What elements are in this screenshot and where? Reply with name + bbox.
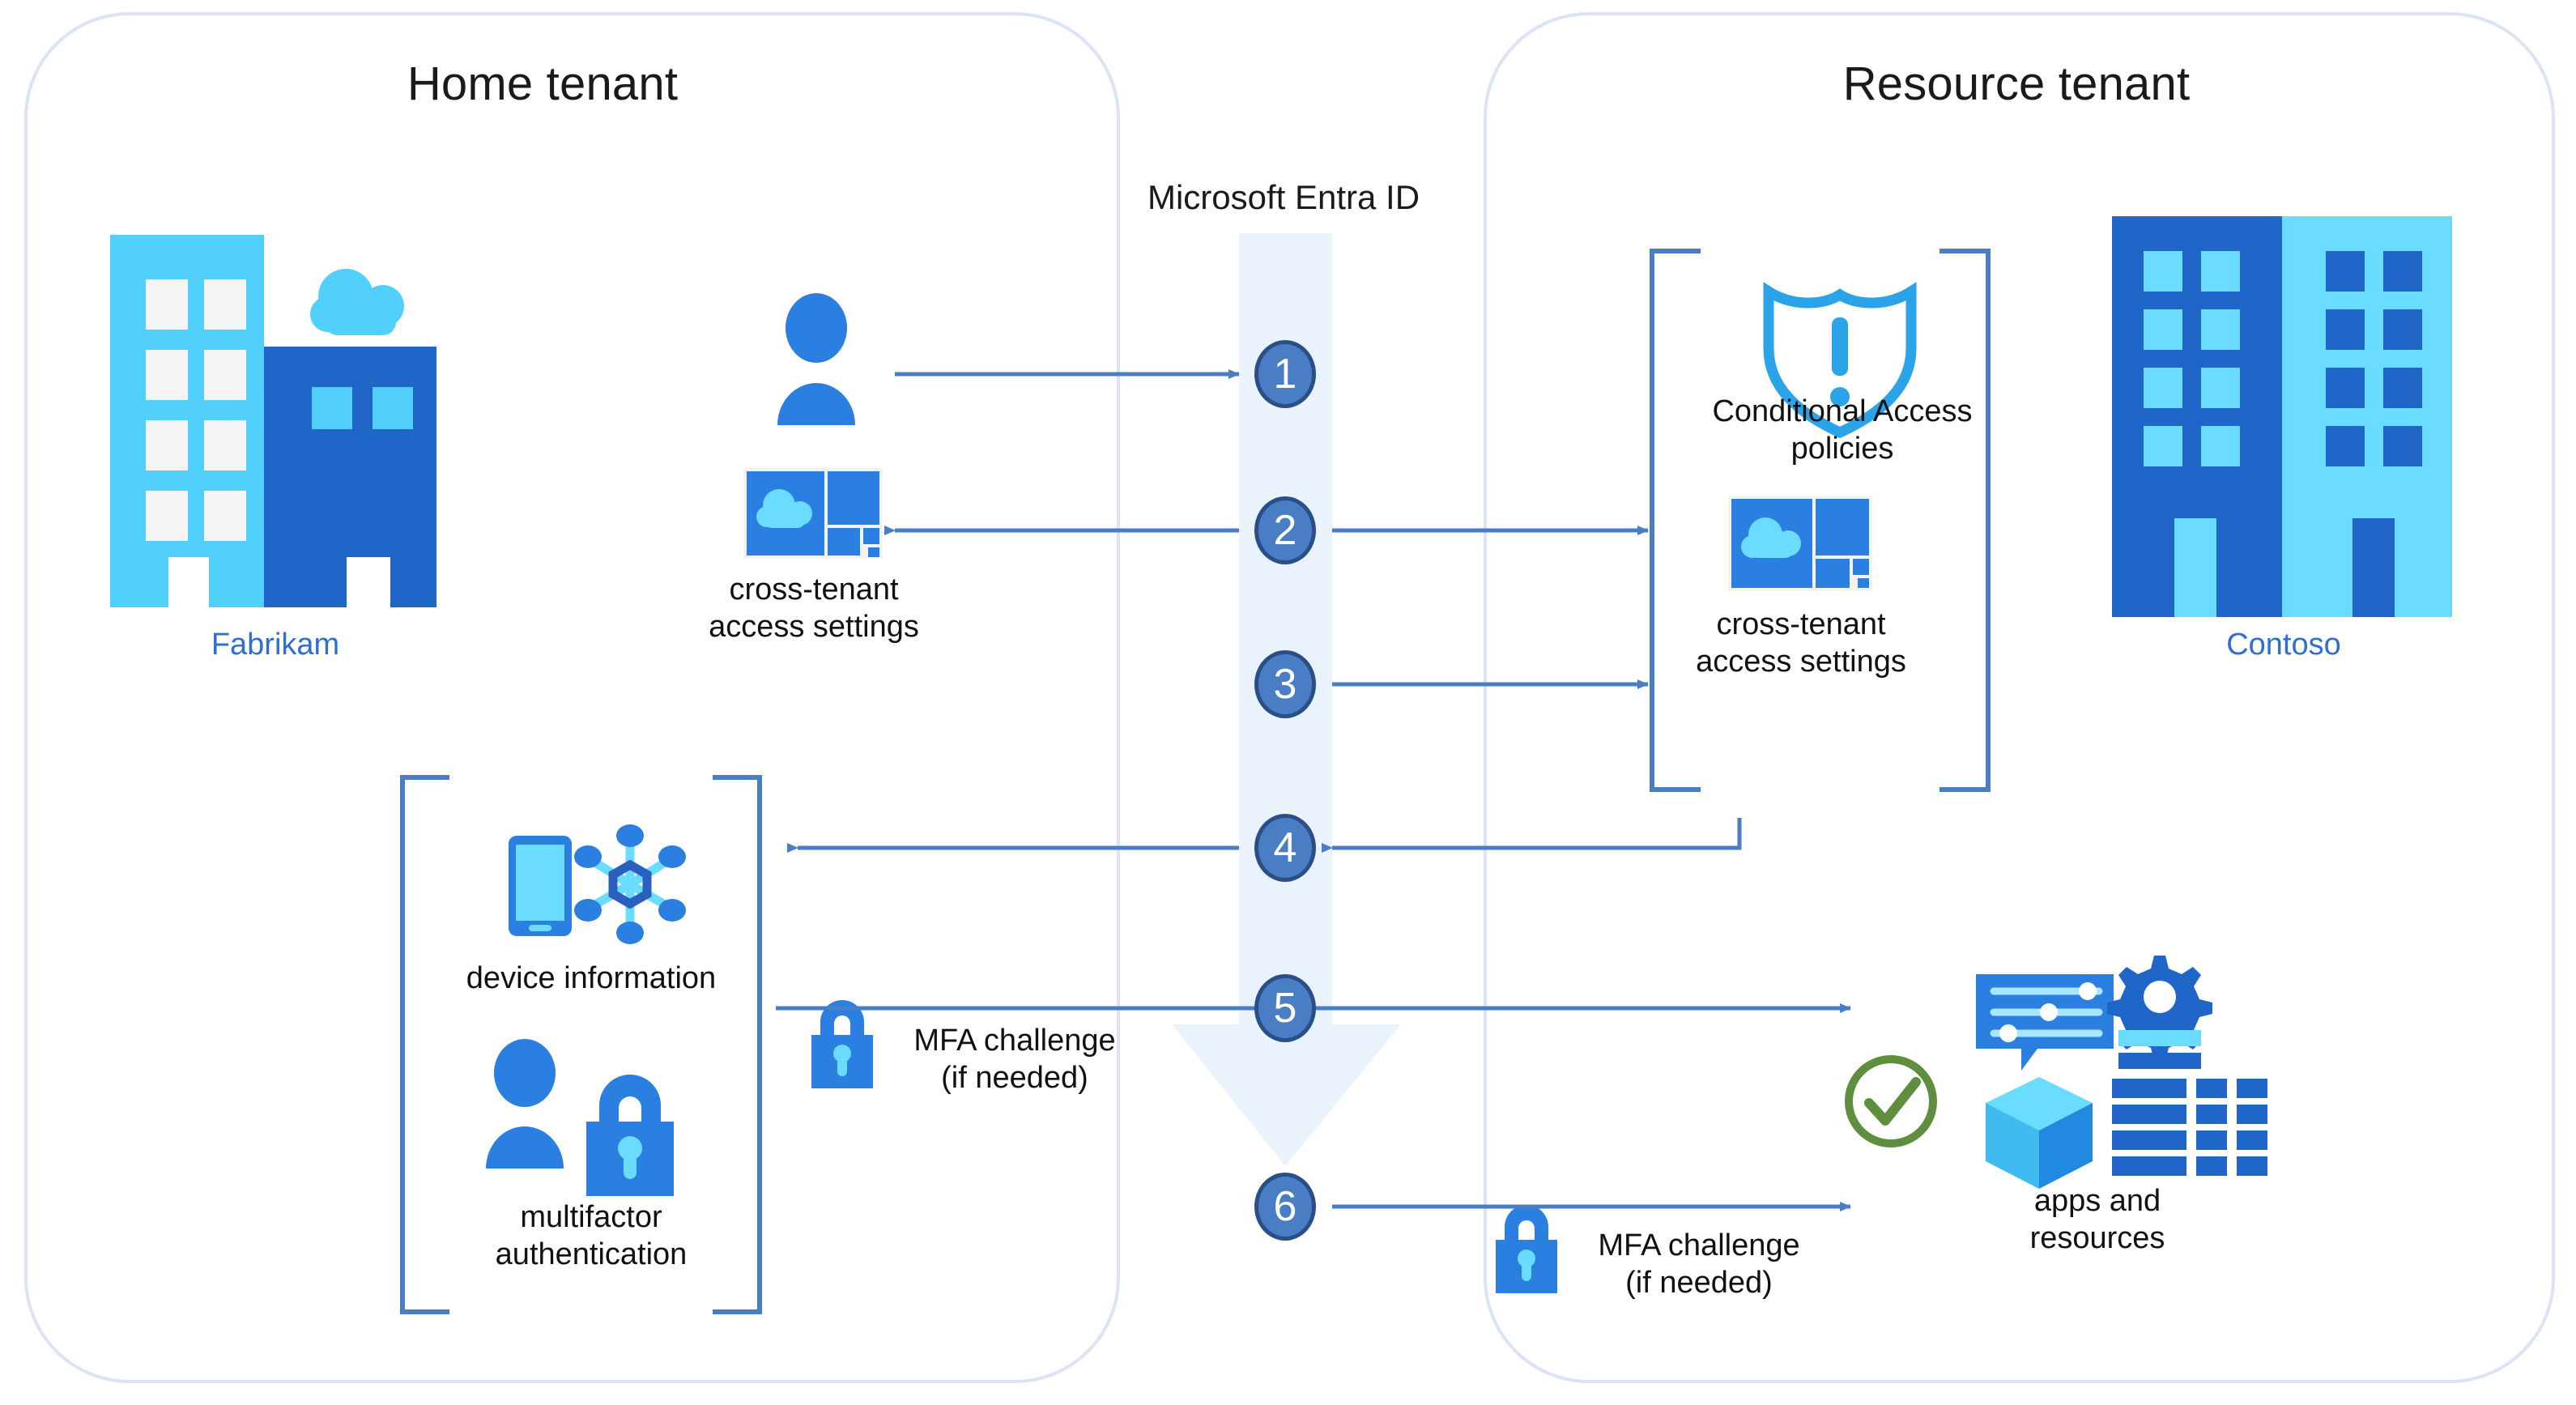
cross-tenant-line-2: access settings <box>709 610 919 645</box>
step-circle-6[interactable]: 6 <box>1254 1173 1316 1241</box>
conditional-access-line-1: Conditional Access <box>1712 394 1973 428</box>
multifactor-line-2: authentication <box>495 1237 688 1272</box>
mfa-challenge-label-left: MFA challenge (if needed) <box>881 1022 1148 1097</box>
apps-resources-line-2: resources <box>2029 1221 2165 1256</box>
mfa-challenge-label-right: MFA challenge (if needed) <box>1565 1227 1833 1302</box>
cross-tenant-access-settings-label-left: cross-tenant access settings <box>672 571 956 646</box>
conditional-access-line-2: policies <box>1790 432 1894 466</box>
cross-tenant-right-line-2: access settings <box>1696 645 1906 679</box>
mfa-challenge-right-line-2: (if needed) <box>1625 1266 1773 1301</box>
home-tenant-title: Home tenant <box>407 57 679 110</box>
cross-tenant-line-1: cross-tenant <box>729 573 899 607</box>
mfa-challenge-right-line-1: MFA challenge <box>1598 1228 1800 1262</box>
resource-tenant-title: Resource tenant <box>1842 57 2191 110</box>
contoso-label: Contoso <box>2226 628 2341 662</box>
apps-and-resources-label: apps and resources <box>1960 1182 2235 1258</box>
multifactor-authentication-label: multifactor authentication <box>437 1199 745 1274</box>
step-circle-3[interactable]: 3 <box>1254 650 1316 718</box>
step-circle-2[interactable]: 2 <box>1254 496 1316 564</box>
mfa-challenge-left-line-1: MFA challenge <box>913 1024 1116 1058</box>
step-circle-4[interactable]: 4 <box>1254 814 1316 882</box>
cross-tenant-right-line-1: cross-tenant <box>1716 607 1886 641</box>
multifactor-line-1: multifactor <box>520 1200 662 1234</box>
apps-resources-line-1: apps and <box>2033 1184 2161 1218</box>
resource-tenant-panel <box>1484 12 2555 1383</box>
step-circle-5[interactable]: 5 <box>1254 974 1316 1042</box>
mfa-challenge-left-line-2: (if needed) <box>941 1061 1088 1096</box>
conditional-access-policies-label: Conditional Access policies <box>1660 393 2025 468</box>
home-tenant-panel <box>24 12 1120 1383</box>
step-circle-1[interactable]: 1 <box>1254 340 1316 408</box>
microsoft-entra-id-label: Microsoft Entra ID <box>1147 178 1420 216</box>
device-information-label: device information <box>466 961 717 995</box>
fabrikam-label: Fabrikam <box>211 628 340 662</box>
cross-tenant-access-settings-label-right: cross-tenant access settings <box>1658 606 1944 681</box>
